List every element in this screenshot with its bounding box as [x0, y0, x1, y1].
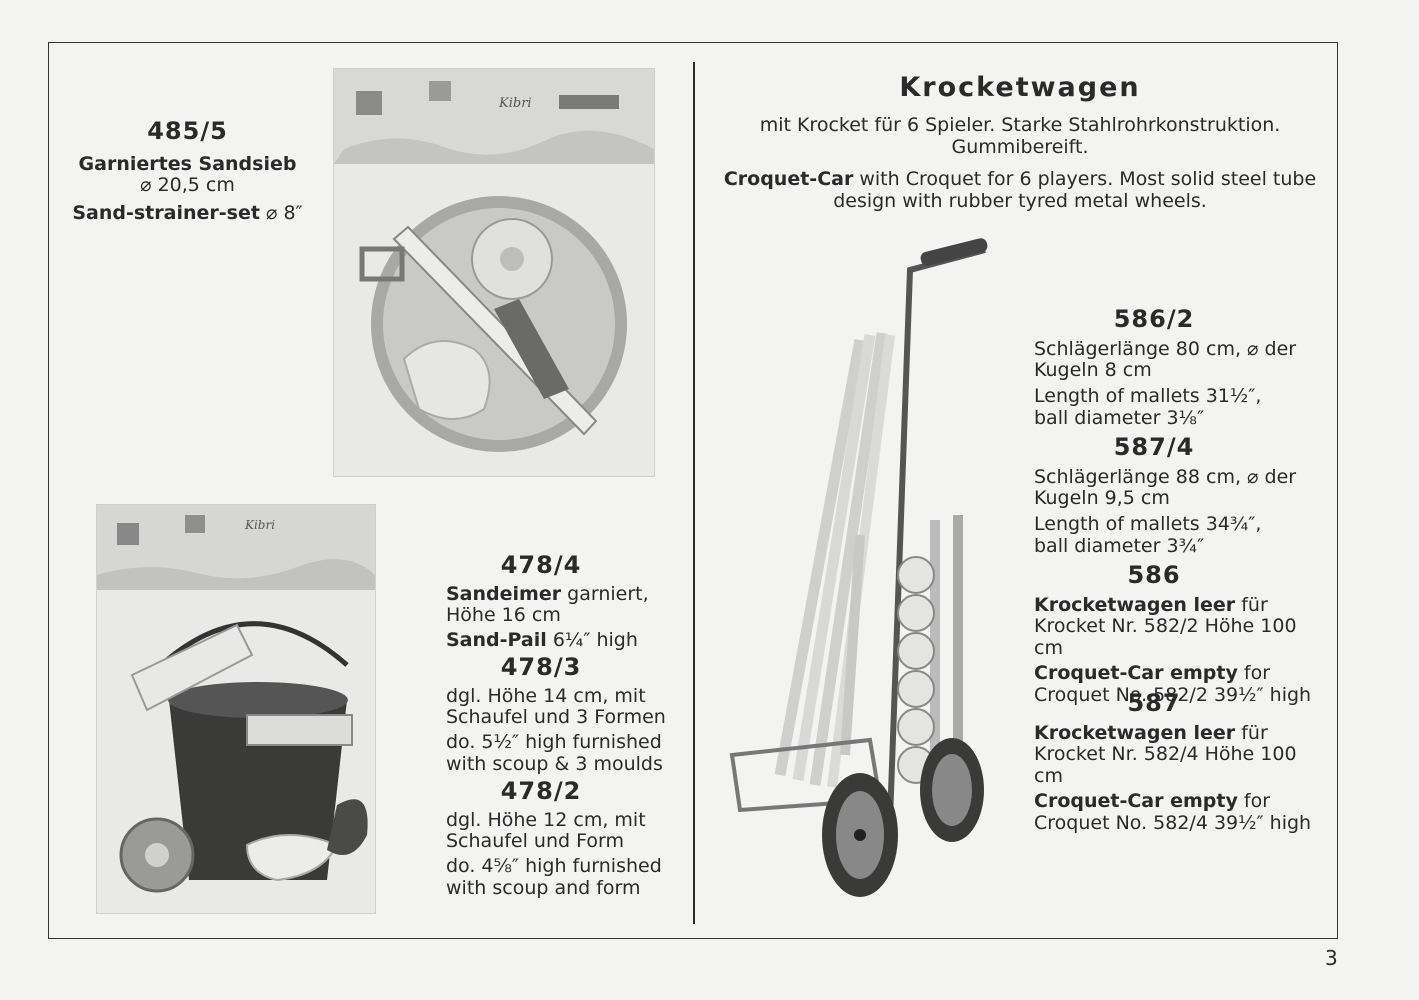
item-number: 586/2	[1113, 305, 1195, 333]
item-name-en: Sand-strainer-set	[72, 202, 260, 225]
column-divider	[693, 62, 695, 924]
item-line-1: Krocketwagen leer für	[1034, 721, 1324, 745]
page-frame-right	[1337, 42, 1338, 938]
item-line-2: Kugeln 9,5 cm	[1034, 487, 1170, 510]
item-line-1: dgl. Höhe 12 cm, mit	[446, 808, 646, 831]
page-frame-left	[48, 42, 49, 938]
item-line-3-bold: Croquet-Car empty	[1034, 790, 1238, 813]
desc-en-bold: Croquet-Car	[723, 167, 854, 190]
item-line-1: Krocketwagen leer für	[1034, 593, 1324, 617]
item-name-en-line: Sand-Pail 6¼″ high	[446, 629, 676, 652]
item-line-3-rest: for	[1237, 662, 1271, 685]
item-478-4: 478/4 Sandeimer garniert, Höhe 16 cm San…	[446, 551, 676, 652]
item-number: 586	[1127, 561, 1181, 589]
item-name-en: Sand-Pail	[446, 629, 547, 652]
item-name-de-line: Sandeimer garniert,	[446, 582, 676, 606]
item-line-1: Schlägerlänge 80 cm, ⌀ der	[1034, 337, 1297, 360]
item-line-4: ball diameter 3⅛″	[1034, 407, 1205, 430]
kibri-logo: Kibri	[498, 96, 532, 111]
item-478-3: 478/3 dgl. Höhe 14 cm, mit Schaufel und …	[446, 653, 676, 776]
croquet-cart-photo	[720, 235, 1020, 905]
item-name-en-line: Sand-strainer-set ⌀ 8″	[70, 202, 305, 225]
item-line-1: dgl. Höhe 14 cm, mit	[446, 684, 646, 707]
item-line-2: Krocket Nr. 582/4 Höhe 100 cm	[1034, 743, 1297, 788]
item-line-4: Croquet No. 582/4 39½″ high	[1034, 811, 1312, 834]
item-line-1-bold: Krocketwagen leer	[1034, 721, 1236, 744]
item-number: 587	[1127, 689, 1181, 717]
item-height-de: Höhe 16 cm	[446, 604, 561, 627]
item-name-de: Garniertes Sandsieb	[78, 152, 297, 175]
item-size-de: ⌀ 20,5 cm	[140, 174, 235, 197]
item-number: 478/2	[500, 777, 582, 805]
item-587: 587 Krocketwagen leer für Krocket Nr. 58…	[1034, 689, 1324, 835]
item-number: 485/5	[147, 117, 228, 145]
item-478-2: 478/2 dgl. Höhe 12 cm, mit Schaufel und …	[446, 777, 676, 900]
item-name-de: Sandeimer	[446, 582, 562, 605]
item-line-4: ball diameter 3¾″	[1034, 535, 1205, 558]
item-586: 586 Krocketwagen leer für Krocket Nr. 58…	[1034, 561, 1324, 707]
page-frame-bottom	[48, 938, 1338, 939]
page-number: 3	[1325, 946, 1338, 970]
item-line-2: Schaufel und Form	[446, 830, 624, 853]
item-586-2: 586/2 Schlägerlänge 80 cm, ⌀ der Kugeln …	[1034, 305, 1324, 430]
desc-en-rest: with Croquet for 6 players. Most solid s…	[853, 167, 1317, 190]
item-line-2: Krocket Nr. 582/2 Höhe 100 cm	[1034, 615, 1297, 660]
page-frame-top	[48, 42, 1338, 43]
item-number: 478/4	[500, 551, 582, 579]
item-line-3: Length of mallets 31½″,	[1034, 385, 1262, 408]
item-line-4: with scoup & 3 moulds	[446, 753, 663, 776]
item-line-3: Croquet-Car empty for	[1034, 790, 1324, 813]
desc-en-line-1: Croquet-Car with Croquet for 6 players. …	[705, 167, 1335, 191]
item-line-3-bold: Croquet-Car empty	[1034, 662, 1238, 685]
item-587-4: 587/4 Schlägerlänge 88 cm, ⌀ der Kugeln …	[1034, 433, 1324, 558]
item-number: 478/3	[500, 653, 582, 681]
desc-de-line-1: mit Krocket für 6 Spieler. Starke Stahlr…	[759, 114, 1281, 137]
item-size-en: ⌀ 8″	[265, 202, 303, 225]
item-line-3: Croquet-Car empty for	[1034, 662, 1324, 685]
item-name-de-rest: garniert,	[561, 582, 649, 605]
desc-de-line-2: Gummibereift.	[951, 135, 1089, 158]
sand-pail-photo: Kibri	[96, 504, 376, 914]
item-line-2: Schaufel und 3 Formen	[446, 706, 666, 729]
item-line-3: Length of mallets 34¾″,	[1034, 513, 1262, 536]
item-line-4: Croquet No. 582/2 39½″ high	[1034, 683, 1312, 706]
item-size-en: 6¼″ high	[546, 629, 638, 652]
item-line-3: do. 4⅝″ high furnished	[446, 855, 662, 878]
page-title: Krocketwagen	[899, 72, 1141, 103]
item-line-1-rest: für	[1235, 721, 1268, 744]
item-line-3: do. 5½″ high furnished	[446, 731, 662, 754]
item-line-1-rest: für	[1235, 593, 1268, 616]
item-485-5: 485/5 Garniertes Sandsieb ⌀ 20,5 cm Sand…	[70, 117, 305, 225]
item-line-3-rest: for	[1237, 790, 1271, 813]
sand-strainer-photo: Kibri	[333, 68, 655, 477]
item-line-1: Schlägerlänge 88 cm, ⌀ der	[1034, 465, 1297, 488]
item-line-2: Kugeln 8 cm	[1034, 359, 1152, 382]
item-number: 587/4	[1113, 433, 1195, 461]
croquet-header: Krocketwagen mit Krocket für 6 Spieler. …	[705, 72, 1335, 212]
kibri-logo-2: Kibri	[244, 518, 275, 532]
desc-en-line-2: design with rubber tyred metal wheels.	[833, 189, 1207, 212]
item-line-1-bold: Krocketwagen leer	[1034, 593, 1236, 616]
item-line-4: with scoup and form	[446, 877, 641, 900]
